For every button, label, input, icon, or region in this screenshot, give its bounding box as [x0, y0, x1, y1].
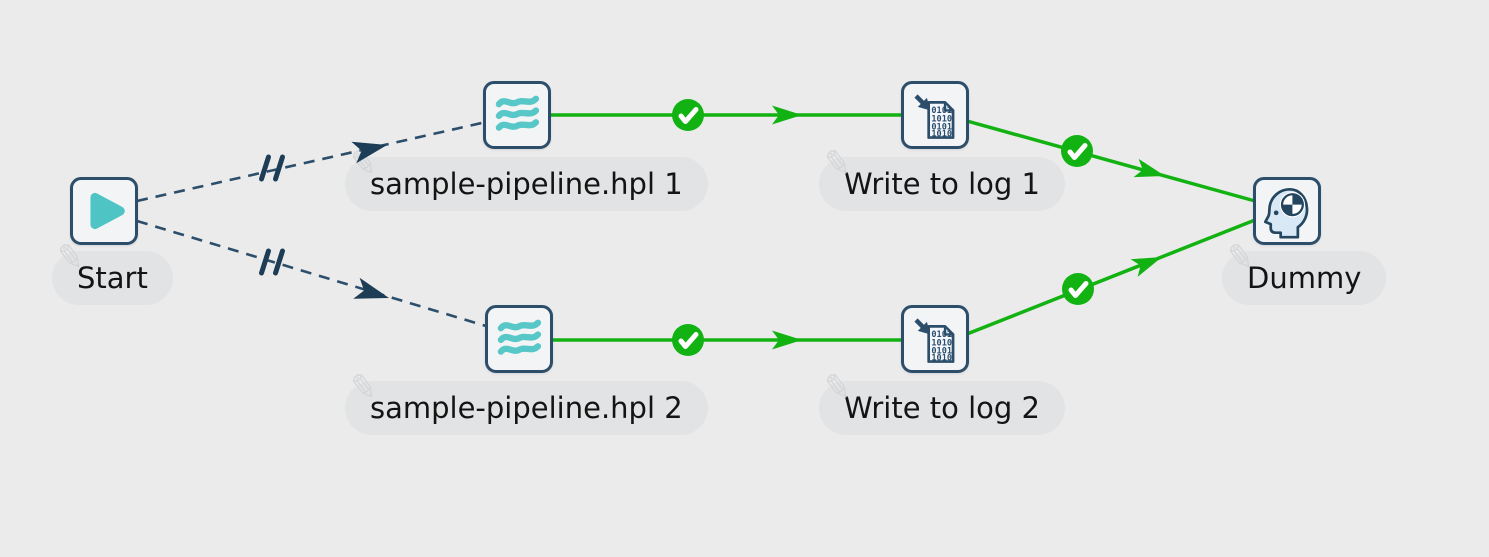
node-label-write-to-log-1[interactable]: ✎ Write to log 1 — [819, 142, 1065, 211]
hop-arrowhead — [353, 277, 389, 299]
node-label-text: Dummy — [1247, 261, 1362, 295]
node-pipeline-1[interactable] — [483, 81, 551, 149]
write-to-log-icon: 0101 1010 0101 1010 — [914, 94, 955, 140]
pipeline-waves-icon — [497, 319, 542, 355]
svg-text:1010: 1010 — [931, 354, 952, 364]
node-write-to-log-1[interactable]: 0101 1010 0101 1010 — [901, 81, 969, 149]
success-checkmark-icon[interactable] — [672, 99, 704, 131]
hop-pipeline-1-to-write-to-log-1[interactable] — [551, 99, 903, 131]
play-icon — [90, 192, 125, 230]
node-label-text: sample-pipeline.hpl 2 — [370, 391, 683, 425]
hop-start-to-pipeline-2[interactable] — [136, 219, 487, 328]
node-label-write-to-log-2[interactable]: ✎ Write to log 2 — [819, 366, 1065, 435]
svg-text:0101: 0101 — [931, 346, 952, 356]
node-label-text: sample-pipeline.hpl 1 — [370, 167, 683, 201]
node-label-text: Write to log 2 — [844, 391, 1040, 425]
node-label-text: Write to log 1 — [844, 167, 1040, 201]
success-checkmark-icon[interactable] — [672, 324, 704, 356]
svg-text:1010: 1010 — [931, 114, 952, 124]
hop-arrowhead — [351, 141, 387, 164]
node-label-dummy[interactable]: ✎ Dummy — [1222, 236, 1387, 305]
node-label-pipeline-1[interactable]: ✎ sample-pipeline.hpl 1 — [345, 142, 708, 211]
hop-arrowhead — [772, 105, 802, 125]
svg-text:0101: 0101 — [931, 122, 952, 132]
node-start[interactable] — [70, 177, 138, 245]
hop-write-to-log-1-to-dummy[interactable] — [966, 119, 1256, 203]
pipeline-waves-icon — [495, 95, 540, 131]
hop-write-to-log-2-to-dummy[interactable] — [966, 218, 1256, 336]
node-label-start[interactable]: ✎ Start — [52, 236, 173, 305]
node-label-text: Start — [77, 261, 148, 295]
svg-text:1010: 1010 — [931, 338, 952, 348]
success-checkmark-icon[interactable] — [1061, 135, 1093, 167]
dummy-head-icon — [1263, 187, 1309, 239]
success-checkmark-icon[interactable] — [1062, 273, 1094, 305]
hop-start-to-pipeline-1[interactable] — [136, 120, 487, 203]
unconditional-hop-marker[interactable] — [259, 248, 285, 276]
svg-text:0101: 0101 — [931, 106, 952, 116]
node-pipeline-2[interactable] — [485, 305, 553, 373]
svg-text:0101: 0101 — [931, 330, 952, 340]
svg-text:1010: 1010 — [931, 130, 952, 140]
hop-arrowhead — [772, 330, 802, 350]
node-write-to-log-2[interactable]: 0101 1010 0101 1010 — [901, 305, 969, 373]
node-dummy[interactable] — [1253, 177, 1321, 245]
unconditional-hop-marker[interactable] — [259, 154, 285, 182]
write-to-log-icon: 0101 1010 0101 1010 — [914, 318, 955, 364]
node-label-pipeline-2[interactable]: ✎ sample-pipeline.hpl 2 — [345, 366, 708, 435]
hop-arrowhead — [1130, 257, 1162, 277]
hop-pipeline-2-to-write-to-log-2[interactable] — [551, 324, 903, 356]
hop-arrowhead — [1133, 158, 1165, 178]
